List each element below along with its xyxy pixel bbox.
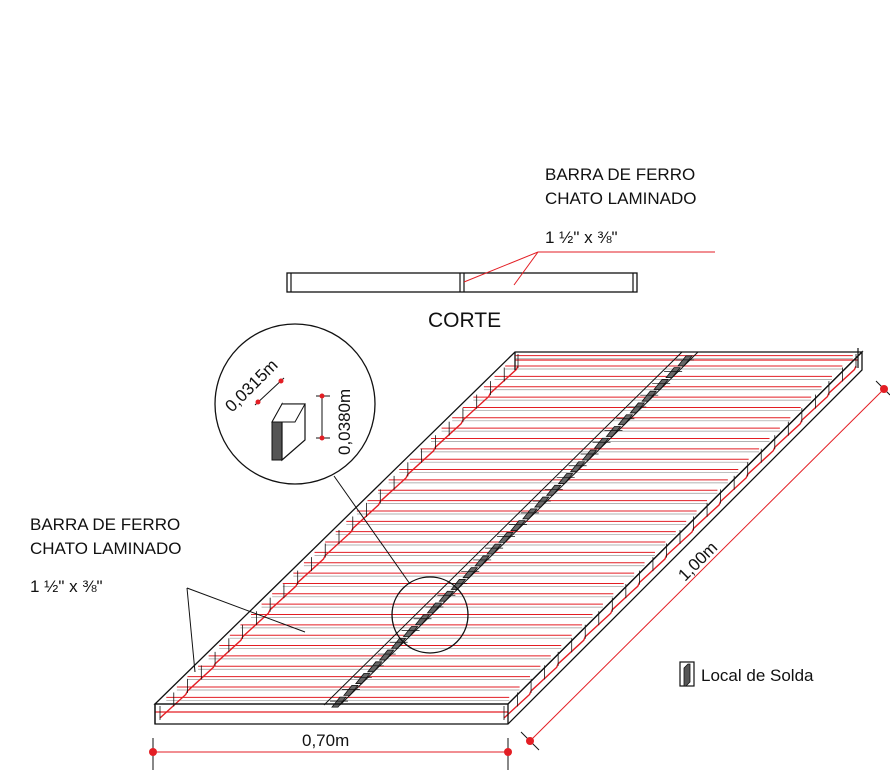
weld-block: [557, 473, 574, 484]
left-leader-b: [186, 587, 306, 633]
length-dim-tick-1: [526, 737, 534, 745]
weld-symbol-fill: [683, 663, 691, 687]
weld-block: [629, 402, 646, 414]
dimension-width: 0,70m: [149, 731, 512, 770]
weld-block: [641, 390, 658, 402]
left-label-size: 1 ½" x ⅜": [30, 577, 103, 596]
weld-block: [414, 614, 431, 626]
legend: Local de Solda: [679, 661, 814, 687]
dim-a-tick-1: [255, 399, 261, 405]
length-dim-label: 1,00m: [674, 538, 721, 585]
width-dim-tick-right: [504, 748, 512, 756]
center-rail-a: [323, 351, 683, 706]
weld-block: [426, 602, 443, 614]
weld-block: [545, 484, 562, 496]
width-dim-tick-left: [149, 748, 157, 756]
weld-block: [474, 555, 490, 567]
weld-block: [617, 414, 634, 426]
section-title: CORTE: [428, 309, 501, 332]
weld-block: [438, 590, 455, 602]
top-label-line1: BARRA DE FERRO: [545, 165, 695, 184]
weld-block: [522, 508, 538, 520]
weld-block: [593, 437, 610, 449]
legend-label: Local de Solda: [701, 666, 814, 685]
weld-block: [402, 626, 419, 637]
weld-block: [498, 531, 514, 543]
weld-block: [665, 367, 681, 379]
lattice-zigzag: [159, 365, 519, 719]
lattice-zigzag: [503, 365, 857, 719]
detail-callout: 0,0315m 0,0380m: [214, 323, 469, 654]
detail-leader: [333, 475, 411, 585]
center-rail-b: [339, 351, 699, 706]
weld-block: [569, 461, 586, 473]
weld-block: [331, 696, 347, 708]
weld-block: [677, 355, 693, 367]
left-label-line2: CHATO LAMINADO: [30, 539, 181, 558]
weld-block: [486, 543, 502, 555]
width-dim-label: 0,70m: [302, 731, 349, 750]
weld-block: [605, 426, 622, 437]
dim-b-tick-1: [319, 393, 325, 399]
weld-block: [366, 661, 383, 673]
top-leader-a: [463, 251, 539, 283]
top-leader-b: [513, 251, 539, 286]
weld-block: [510, 520, 526, 532]
length-dim-tick-2: [880, 385, 888, 393]
weld-block: [343, 684, 359, 696]
detail-target-circle: [391, 576, 469, 654]
top-label-size: 1 ½" x ⅜": [545, 228, 618, 247]
top-label-line2: CHATO LAMINADO: [545, 189, 696, 208]
weld-block: [378, 649, 395, 661]
weld-block: [534, 496, 550, 508]
left-label-group: BARRA DE FERRO CHATO LAMINADO 1 ½" x ⅜": [30, 515, 306, 673]
left-edge-lattice: [159, 354, 519, 720]
weld-block: [581, 449, 598, 461]
weld-block: [355, 673, 371, 684]
left-leader-a: [186, 587, 196, 673]
dim-b-tick-2: [319, 435, 325, 441]
dim-a-tick-2: [278, 378, 284, 384]
center-weld-strip: [323, 351, 699, 708]
left-label-line1: BARRA DE FERRO: [30, 515, 180, 534]
length-dim-line: [529, 388, 885, 742]
section-bar: [286, 272, 638, 293]
section-view: BARRA DE FERRO CHATO LAMINADO 1 ½" x ⅜" …: [286, 165, 715, 332]
bar-profile-top: [271, 403, 306, 423]
dim-b-label: 0,0380m: [335, 389, 354, 455]
weld-block: [462, 567, 479, 579]
weld-block: [653, 379, 669, 390]
